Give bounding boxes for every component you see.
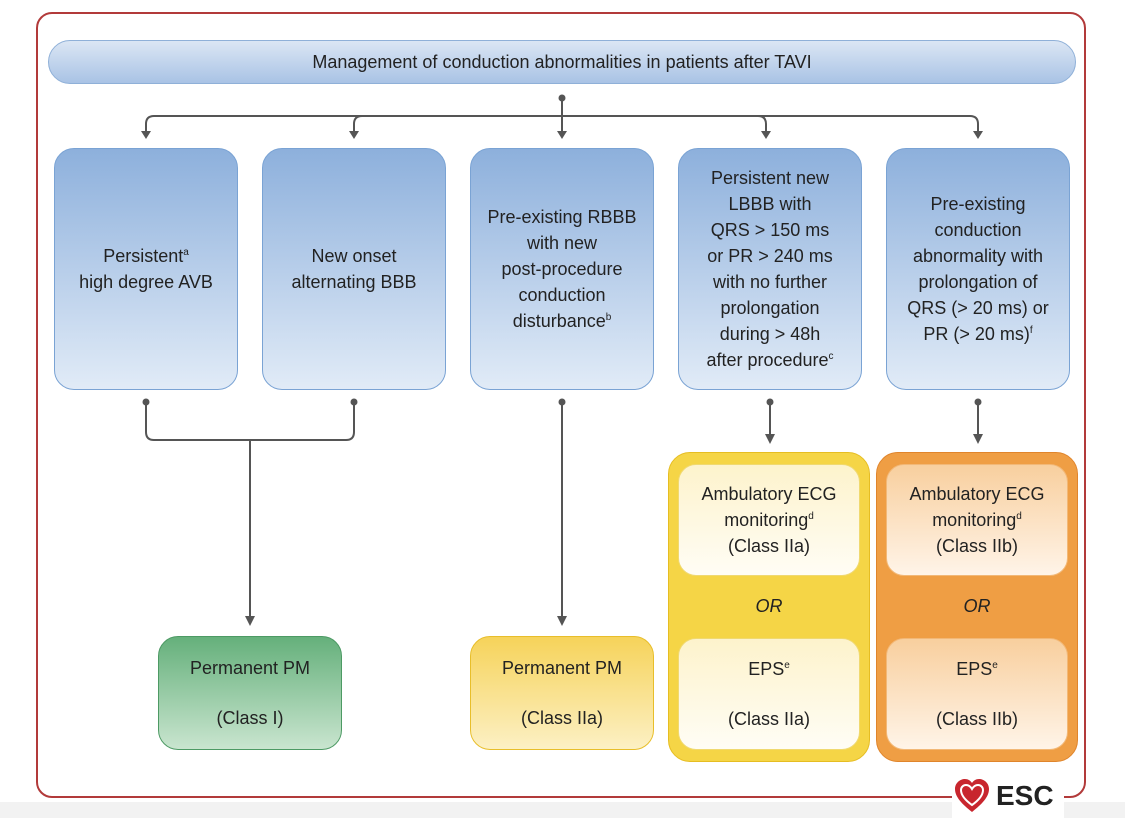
outcome-class: (Class IIb) bbox=[935, 536, 1018, 556]
node-box3 bbox=[558, 398, 566, 406]
outcome-label-2: monitoring bbox=[724, 510, 809, 530]
condition-pre-existing-abnormality: Pre-existing conduction abnormality with… bbox=[886, 148, 1070, 390]
connector-top-bar bbox=[145, 115, 979, 136]
condition-text: Pre-existing conduction abnormality with… bbox=[907, 194, 1049, 344]
outcome-class: (Class IIa) bbox=[727, 709, 810, 729]
node-box2 bbox=[350, 398, 358, 406]
condition-text: Pre-existing RBBB with new post-procedur… bbox=[487, 207, 637, 331]
footnote-marker: d bbox=[1016, 511, 1022, 522]
outcome-class: (Class IIb) bbox=[935, 709, 1018, 729]
condition-alternating-bbb: New onset alternating BBB bbox=[262, 148, 446, 390]
node-box5 bbox=[974, 398, 982, 406]
outcome-class: (Class IIa) bbox=[520, 708, 603, 728]
footnote-marker: e bbox=[992, 660, 998, 671]
outcome-label: Permanent PM bbox=[501, 658, 623, 678]
condition-persistent-lbbb: Persistent new LBBB with QRS > 150 ms or… bbox=[678, 148, 862, 390]
bottom-strip bbox=[0, 802, 1125, 818]
connector-node bbox=[558, 94, 566, 102]
outcome-label: Permanent PM bbox=[189, 658, 311, 678]
condition-text-2: high degree AVB bbox=[79, 272, 213, 292]
or-label: OR bbox=[963, 596, 991, 616]
outcome-class: (Class I) bbox=[216, 708, 284, 728]
arrowhead-col4 bbox=[765, 434, 775, 444]
outcome-label-2: monitoring bbox=[932, 510, 1017, 530]
arrowhead-box2 bbox=[349, 131, 359, 139]
outcome-label: Ambulatory ECG bbox=[909, 484, 1045, 504]
esc-logo-text: ESC bbox=[996, 780, 1054, 811]
heart-icon bbox=[955, 779, 989, 812]
outcome-label: Ambulatory ECG bbox=[701, 484, 837, 504]
connector-to-box4 bbox=[757, 115, 767, 136]
outcome-class: (Class IIa) bbox=[727, 536, 810, 556]
outcome-label: EPS bbox=[748, 659, 785, 679]
eps-class-2a: EPSe (Class IIa) bbox=[678, 638, 860, 750]
footnote-marker: b bbox=[605, 312, 612, 323]
arrowhead-box1 bbox=[141, 131, 151, 139]
node-box1 bbox=[142, 398, 150, 406]
outcome-pm-class-2a: Permanent PM (Class IIa) bbox=[470, 636, 654, 750]
condition-text: Persistent new LBBB with QRS > 150 ms or… bbox=[706, 168, 833, 370]
arrowhead-pm-class1 bbox=[245, 616, 255, 626]
ambulatory-ecg-class-2b: Ambulatory ECG monitoringd (Class IIb) bbox=[886, 464, 1068, 576]
footnote-marker: e bbox=[784, 660, 790, 671]
footnote-marker: d bbox=[808, 511, 814, 522]
condition-high-degree-avb: Persistenta high degree AVB bbox=[54, 148, 238, 390]
esc-logo: ESC bbox=[952, 774, 1064, 818]
footnote-marker: c bbox=[828, 351, 834, 362]
connector-to-box2 bbox=[353, 115, 363, 136]
arrowhead-col5 bbox=[973, 434, 983, 444]
diagram-title: Management of conduction abnormalities i… bbox=[48, 40, 1076, 84]
condition-text: New onset alternating BBB bbox=[291, 246, 417, 292]
ambulatory-ecg-class-2a: Ambulatory ECG monitoringd (Class IIa) bbox=[678, 464, 860, 576]
footnote-marker: f bbox=[1029, 325, 1033, 336]
condition-text: Persistent bbox=[103, 246, 184, 266]
arrowhead-box5 bbox=[973, 131, 983, 139]
arrowhead-pm-class2a bbox=[557, 616, 567, 626]
outcome-pm-class-1: Permanent PM (Class I) bbox=[158, 636, 342, 750]
connector-merge bbox=[145, 402, 355, 441]
outcome-label: EPS bbox=[956, 659, 993, 679]
diagram-frame bbox=[36, 12, 1086, 798]
arrowhead-box3 bbox=[557, 131, 567, 139]
condition-pre-existing-rbbb: Pre-existing RBBB with new post-procedur… bbox=[470, 148, 654, 390]
or-label: OR bbox=[755, 596, 783, 616]
node-box4 bbox=[766, 398, 774, 406]
eps-class-2b: EPSe (Class IIb) bbox=[886, 638, 1068, 750]
footnote-marker: a bbox=[183, 247, 189, 258]
arrowhead-box4 bbox=[761, 131, 771, 139]
